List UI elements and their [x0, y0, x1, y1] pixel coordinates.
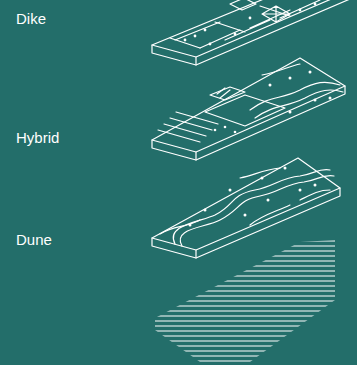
hybrid-slab: [152, 58, 345, 160]
dike-slab: [152, 0, 357, 65]
row-label: Dune: [16, 231, 52, 249]
shadow-hatch: [155, 240, 335, 362]
row-label: Hybrid: [16, 129, 59, 147]
dune-slab: [152, 158, 340, 258]
row-label: Dike: [16, 10, 46, 28]
